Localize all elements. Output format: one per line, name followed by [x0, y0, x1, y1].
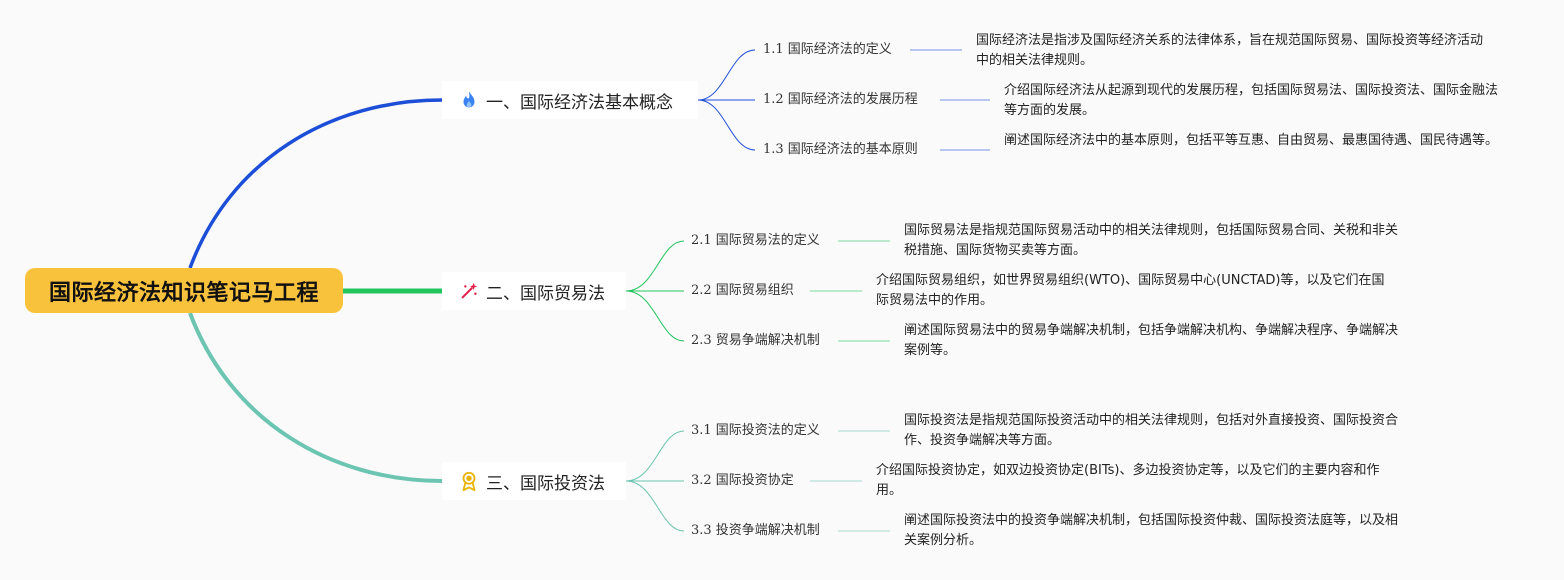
description-1-3: 阐述国际经济法中的基本原则，包括平等互惠、自由贸易、最惠国待遇、国民待遇等。	[1004, 133, 1499, 148]
description-1-1: 国际经济法是指涉及国际经济关系的法律体系，旨在规范国际贸易、国际投资等经济活动中…	[976, 33, 1484, 68]
connectors-branch-3	[625, 430, 685, 532]
branch-topic-3[interactable]: 三、国际投资法	[442, 462, 626, 500]
connectors-desc-3	[810, 430, 890, 532]
connectors-branch-2	[625, 240, 685, 342]
subtopic-1-3[interactable]: 1.3 国际经济法的基本原则	[763, 142, 918, 157]
branch-label: 一、国际经济法基本概念	[486, 92, 673, 113]
description-3-1: 国际投资法是指规范国际投资活动中的相关法律规则，包括对外直接投资、国际投资合作、…	[904, 413, 1399, 448]
branch-topic-2[interactable]: 二、国际贸易法	[442, 272, 626, 310]
connectors-desc-1	[910, 49, 990, 151]
subtopic-3-3[interactable]: 3.3 投资争端解决机制	[691, 523, 820, 538]
fire-icon	[458, 89, 480, 111]
connectors-branch-1	[697, 49, 756, 151]
root-topic[interactable]: 国际经济法知识笔记马工程	[25, 268, 343, 313]
subtopic-1-2[interactable]: 1.2 国际经济法的发展历程	[763, 92, 918, 107]
description-3-3: 阐述国际投资法中的投资争端解决机制，包括国际投资仲裁、国际投资法庭等，以及相关案…	[904, 513, 1399, 548]
subtopic-3-2[interactable]: 3.2 国际投资协定	[691, 473, 794, 488]
subtopic-1-1[interactable]: 1.1 国际经济法的定义	[763, 42, 892, 57]
description-2-1: 国际贸易法是指规范国际贸易活动中的相关法律规则，包括国际贸易合同、关税和非关税措…	[904, 223, 1399, 258]
connector-root-branch-3	[188, 312, 443, 483]
description-2-2: 介绍国际贸易组织，如世界贸易组织(WTO)、国际贸易中心(UNCTAD)等，以及…	[876, 273, 1385, 308]
award-medal-icon	[458, 470, 480, 492]
branch-label: 二、国际贸易法	[486, 283, 605, 304]
description-1-2: 介绍国际经济法从起源到现代的发展历程，包括国际贸易法、国际投资法、国际金融法等方…	[1004, 83, 1499, 118]
branch-topic-1[interactable]: 一、国际经济法基本概念	[442, 81, 698, 119]
description-3-2: 介绍国际投资协定，如双边投资协定(BITs)、多边投资协定等，以及它们的主要内容…	[876, 463, 1380, 498]
magic-wand-icon	[458, 280, 480, 302]
subtopic-2-2[interactable]: 2.2 国际贸易组织	[691, 283, 794, 298]
description-2-3: 阐述国际贸易法中的贸易争端解决机制，包括争端解决机构、争端解决程序、争端解决案例…	[904, 323, 1399, 358]
subtopic-3-1[interactable]: 3.1 国际投资法的定义	[691, 423, 820, 438]
connectors-desc-2	[810, 240, 890, 342]
connector-root-branch-1	[188, 98, 443, 269]
branch-label: 三、国际投资法	[486, 473, 605, 494]
subtopic-2-1[interactable]: 2.1 国际贸易法的定义	[691, 233, 820, 248]
subtopic-2-3[interactable]: 2.3 贸易争端解决机制	[691, 333, 820, 348]
